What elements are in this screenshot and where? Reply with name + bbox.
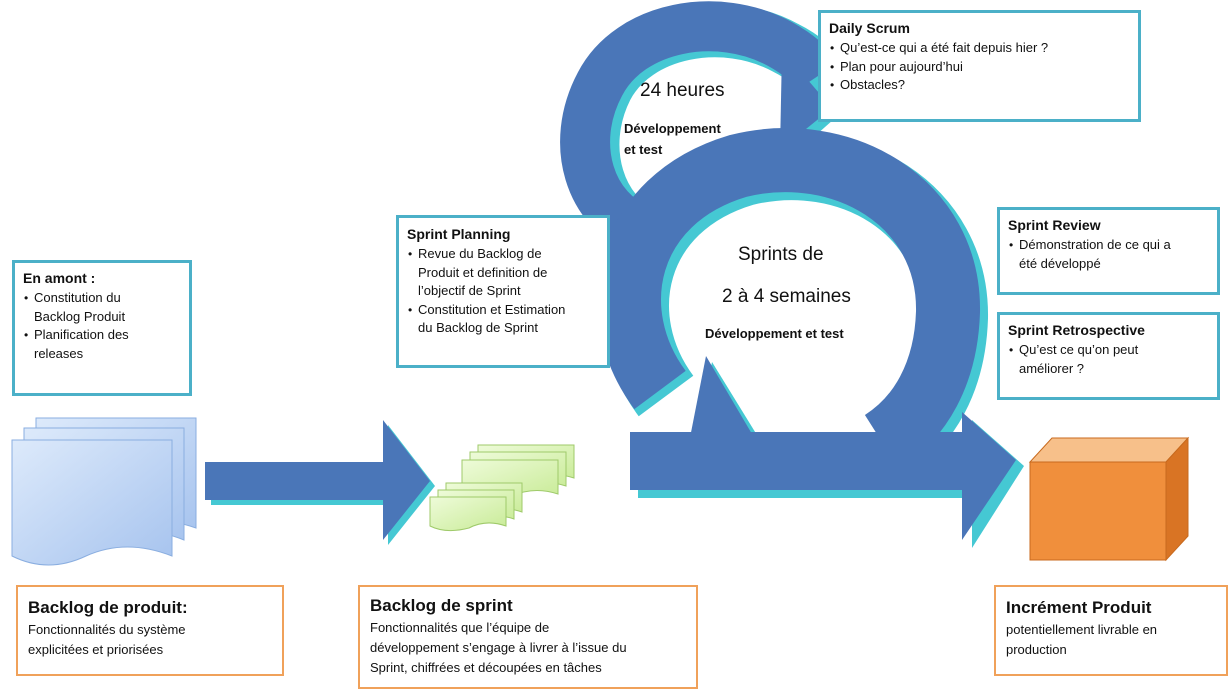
sprint-backlog-sheets-icon — [429, 444, 575, 532]
increment-arrow — [630, 412, 1024, 548]
sprint-cycle-line-1: Sprints de — [738, 244, 824, 265]
daily-scrum-item: Plan pour aujourd’hui — [829, 58, 1130, 77]
daily-scrum-title: Daily Scrum — [829, 20, 910, 36]
sprint-retrospective-title: Sprint Retrospective — [1008, 322, 1145, 338]
sprint-backlog-title: Backlog de sprint — [370, 596, 513, 615]
sprint-retrospective-item: Qu’est ce qu’on peut améliorer ? — [1008, 341, 1209, 378]
daily-scrum-box: Daily Scrum Qu’est-ce qui a été fait dep… — [818, 10, 1141, 122]
daily-scrum-item: Qu’est-ce qui a été fait depuis hier ? — [829, 39, 1130, 58]
sprint-cycle-line-2: 2 à 4 semaines — [722, 286, 851, 307]
daily-cycle-sub-2: et test — [624, 142, 663, 157]
product-backlog-box: Backlog de produit: Fonctionnalités du s… — [16, 585, 284, 676]
daily-cycle-sub-1: Développement — [624, 121, 721, 136]
product-increment-box-icon — [1028, 436, 1190, 562]
sprint-planning-item: Revue du Backlog de Produit et definitio… — [407, 245, 599, 301]
backlog-transfer-arrow — [205, 420, 435, 545]
sprint-planning-item: Constitution et Estimation du Backlog de… — [407, 301, 599, 338]
sprint-review-title: Sprint Review — [1008, 217, 1101, 233]
upstream-item: Planification des releases — [23, 326, 181, 363]
sprint-planning-box: Sprint Planning Revue du Backlog de Prod… — [396, 215, 610, 368]
daily-cycle-label: 24 heures — [640, 80, 725, 101]
sprint-review-item: Démonstration de ce qui a été développé — [1008, 236, 1209, 273]
upstream-title: En amont : — [23, 270, 96, 286]
upstream-box: En amont : Constitution du Backlog Produ… — [12, 260, 192, 396]
product-increment-box: Incrément Produit potentiellement livrab… — [994, 585, 1228, 676]
sprint-loop-arrow — [597, 128, 989, 477]
product-backlog-doc-icon — [11, 417, 197, 566]
product-increment-desc: potentiellement livrable en production — [1006, 622, 1158, 657]
sprint-retrospective-box: Sprint Retrospective Qu’est ce qu’on peu… — [997, 312, 1220, 400]
sprint-review-box: Sprint Review Démonstration de ce qui a … — [997, 207, 1220, 295]
product-backlog-title: Backlog de produit: — [28, 598, 188, 617]
upstream-item: Constitution du Backlog Produit — [23, 289, 181, 326]
sprint-planning-title: Sprint Planning — [407, 226, 511, 242]
sprint-backlog-desc: Fonctionnalités que l’équipe de développ… — [370, 620, 627, 675]
sprint-cycle-line-3: Développement et test — [705, 326, 844, 341]
product-increment-title: Incrément Produit — [1006, 598, 1152, 617]
product-backlog-desc: Fonctionnalités du système explicitées e… — [28, 622, 186, 657]
sprint-backlog-box: Backlog de sprint Fonctionnalités que l’… — [358, 585, 698, 689]
daily-scrum-item: Obstacles? — [829, 76, 1130, 95]
